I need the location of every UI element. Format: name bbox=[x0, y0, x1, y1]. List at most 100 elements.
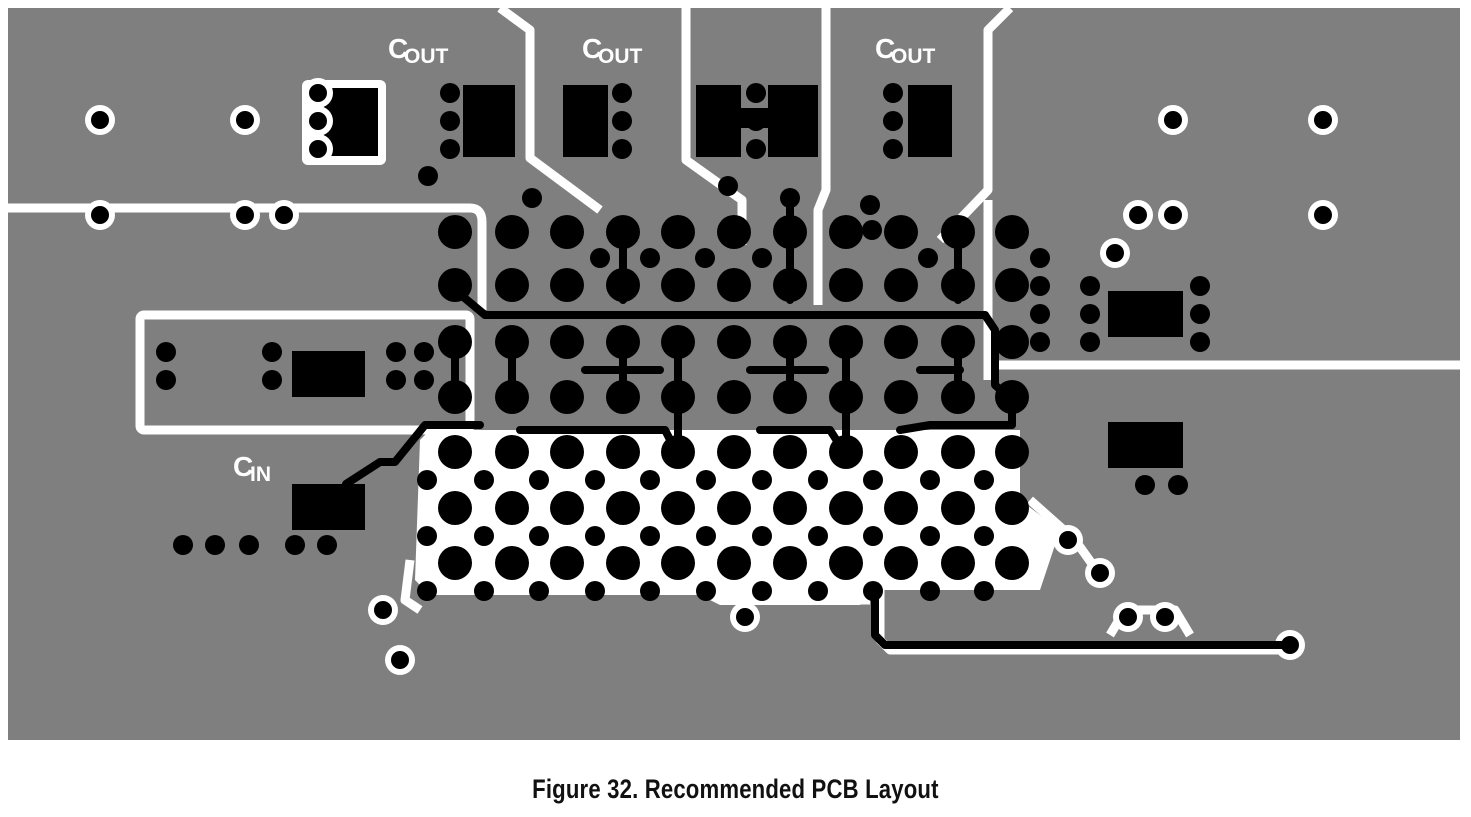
via bbox=[717, 380, 751, 414]
via bbox=[884, 215, 918, 249]
via bbox=[474, 526, 494, 546]
via bbox=[418, 166, 438, 186]
via bbox=[606, 491, 640, 525]
via bbox=[1314, 111, 1332, 129]
via bbox=[640, 581, 660, 601]
via bbox=[883, 111, 903, 131]
via bbox=[91, 111, 109, 129]
via bbox=[550, 546, 584, 580]
via bbox=[440, 111, 460, 131]
via bbox=[417, 470, 437, 490]
pcb-layout-diagram: C OUT C OUT C OUT C IN bbox=[8, 8, 1460, 740]
svg-text:C: C bbox=[582, 33, 602, 64]
svg-text:IN: IN bbox=[250, 463, 271, 486]
via bbox=[1190, 304, 1210, 324]
via bbox=[1190, 276, 1210, 296]
via bbox=[746, 111, 766, 131]
via bbox=[920, 470, 940, 490]
cout-label-3: C OUT bbox=[875, 33, 936, 68]
via bbox=[995, 268, 1029, 302]
via bbox=[1030, 248, 1050, 268]
via bbox=[585, 470, 605, 490]
svg-text:C: C bbox=[875, 33, 895, 64]
via bbox=[696, 470, 716, 490]
via bbox=[440, 83, 460, 103]
via bbox=[1030, 276, 1050, 296]
via bbox=[262, 370, 282, 390]
via bbox=[974, 581, 994, 601]
via bbox=[717, 268, 751, 302]
via bbox=[91, 206, 109, 224]
via bbox=[884, 546, 918, 580]
vias-ringed bbox=[85, 78, 1338, 675]
cout-label-2: C OUT bbox=[582, 33, 643, 68]
via bbox=[736, 608, 754, 626]
via bbox=[661, 215, 695, 249]
via bbox=[550, 215, 584, 249]
via bbox=[808, 581, 828, 601]
via bbox=[438, 435, 472, 469]
via bbox=[440, 139, 460, 159]
via bbox=[1080, 332, 1100, 352]
via bbox=[612, 83, 632, 103]
via bbox=[374, 601, 392, 619]
via bbox=[717, 435, 751, 469]
cout-label-1: C OUT bbox=[388, 33, 449, 68]
via bbox=[752, 248, 772, 268]
via bbox=[474, 470, 494, 490]
via bbox=[995, 546, 1029, 580]
cin-label: C IN bbox=[233, 451, 271, 486]
via bbox=[1156, 608, 1174, 626]
via bbox=[941, 435, 975, 469]
via bbox=[156, 370, 176, 390]
via bbox=[860, 195, 880, 215]
via bbox=[941, 546, 975, 580]
via bbox=[550, 268, 584, 302]
via bbox=[661, 491, 695, 525]
via bbox=[829, 491, 863, 525]
svg-text:OUT: OUT bbox=[598, 45, 643, 68]
via bbox=[696, 526, 716, 546]
via bbox=[585, 581, 605, 601]
via bbox=[863, 470, 883, 490]
via bbox=[1135, 475, 1155, 495]
via bbox=[752, 581, 772, 601]
via bbox=[640, 526, 660, 546]
via bbox=[438, 546, 472, 580]
via bbox=[414, 342, 434, 362]
via bbox=[718, 176, 738, 196]
via bbox=[918, 248, 938, 268]
traces bbox=[342, 196, 1294, 649]
via bbox=[695, 248, 715, 268]
via bbox=[606, 546, 640, 580]
via bbox=[550, 325, 584, 359]
via bbox=[1164, 111, 1182, 129]
via bbox=[590, 248, 610, 268]
via bbox=[550, 380, 584, 414]
figure-caption: Figure 32. Recommended PCB Layout bbox=[532, 774, 939, 804]
via bbox=[529, 526, 549, 546]
via bbox=[495, 546, 529, 580]
via bbox=[438, 491, 472, 525]
via bbox=[1164, 206, 1182, 224]
via bbox=[386, 342, 406, 362]
via bbox=[752, 526, 772, 546]
via bbox=[1129, 206, 1147, 224]
via bbox=[995, 435, 1029, 469]
via bbox=[941, 491, 975, 525]
via bbox=[717, 546, 751, 580]
svg-text:C: C bbox=[233, 451, 253, 482]
via bbox=[239, 535, 259, 555]
via bbox=[829, 268, 863, 302]
via bbox=[495, 435, 529, 469]
via bbox=[1030, 304, 1050, 324]
via bbox=[884, 491, 918, 525]
via bbox=[236, 111, 254, 129]
via bbox=[883, 139, 903, 159]
via bbox=[495, 491, 529, 525]
via bbox=[862, 220, 882, 240]
via bbox=[995, 215, 1029, 249]
via bbox=[1091, 564, 1109, 582]
via bbox=[495, 268, 529, 302]
via bbox=[1106, 244, 1124, 262]
